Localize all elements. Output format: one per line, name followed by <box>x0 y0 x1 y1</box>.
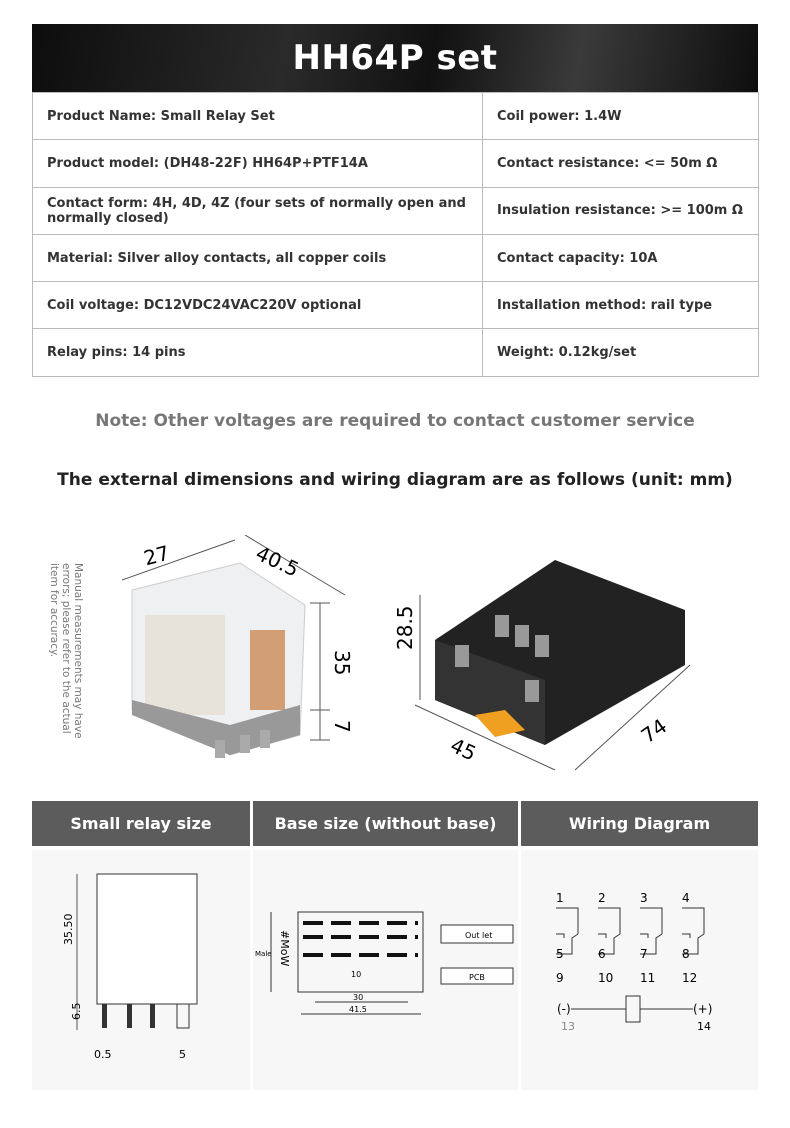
contact-switch <box>598 907 621 955</box>
inner-dim: 30 <box>353 993 363 1002</box>
spec-left: Product model: (DH48-22F) HH64P+PTF14A <box>32 139 483 188</box>
spec-left: Contact form: 4H, 4D, 4Z (four sets of n… <box>32 186 483 235</box>
spec-right: Weight: 0.12kg/set <box>482 328 759 377</box>
pcb-label: PCB <box>469 973 485 982</box>
page-title: HH64P set <box>292 38 498 78</box>
pin-label: 7 <box>640 947 648 961</box>
spec-left: Relay pins: 14 pins <box>32 328 483 377</box>
base-photo: 28.5 45 74 <box>393 560 691 771</box>
title-banner: HH64P set <box>32 24 758 92</box>
pin-label: 5 <box>556 947 564 961</box>
outer-dim: 41.5 <box>349 1005 367 1014</box>
pin-label: 3 <box>640 891 648 905</box>
measurement-disclaimer: Manual measurements may have errors; ple… <box>48 563 84 739</box>
pin-13-label: 13 <box>561 1020 575 1033</box>
relay-height-dim: 35.50 <box>62 914 75 946</box>
spec-right: Insulation resistance: >= 100m Ω <box>482 186 759 235</box>
section-header-relay-size: Small relay size <box>32 801 250 846</box>
relay-pin-label: 7 <box>330 720 354 733</box>
relay-width-label: 27 <box>141 541 172 571</box>
pin-label: 10 <box>598 971 613 985</box>
contact-switch <box>556 907 579 955</box>
dimensions-heading: The external dimensions and wiring diagr… <box>57 470 733 490</box>
pin-label: 12 <box>682 971 697 985</box>
spec-left: Material: Silver alloy contacts, all cop… <box>32 233 483 283</box>
relay-pin-dim: 6.5 <box>70 1003 83 1021</box>
spec-row: Contact form: 4H, 4D, 4Z (four sets of n… <box>32 186 759 235</box>
spec-right: Contact capacity: 10A <box>482 233 759 283</box>
positive-label: (+) <box>693 1002 712 1016</box>
relay-photo: 27 40.5 35 7 <box>121 535 354 758</box>
spec-right: Contact resistance: <= 50m Ω <box>482 139 759 188</box>
relay-pin-width-dim: 0.5 <box>94 1048 112 1061</box>
pitch-dim: 10 <box>351 970 361 979</box>
base-width-label: 45 <box>447 733 480 766</box>
pin-label: 2 <box>598 891 606 905</box>
spec-row: Material: Silver alloy contacts, all cop… <box>32 233 759 283</box>
base-size-drawing: Male #MoW 10 30 41.5 Out let PCB <box>253 850 518 1090</box>
base-height-label: 28.5 <box>393 605 417 650</box>
voltage-note: Note: Other voltages are required to con… <box>95 411 695 431</box>
spec-left: Coil voltage: DC12VDC24VAC220V optional <box>32 281 483 330</box>
pin-label: 4 <box>682 891 690 905</box>
spec-right: Installation method: rail type <box>482 281 759 330</box>
relay-height-label: 35 <box>330 650 354 675</box>
pin-label: 1 <box>556 891 564 905</box>
male-label: Male <box>255 950 272 958</box>
spec-right: Coil power: 1.4W <box>482 91 759 141</box>
pin-label: 11 <box>640 971 655 985</box>
contact-switch <box>682 907 705 955</box>
section-header-base-size: Base size (without base) <box>253 801 518 846</box>
spec-left: Product Name: Small Relay Set <box>32 91 483 141</box>
pin-label: 8 <box>682 947 690 961</box>
negative-label: (-) <box>557 1002 571 1016</box>
mow-mark: #MoW <box>278 930 291 966</box>
pin-14-label: 14 <box>697 1020 711 1033</box>
contact-switch <box>640 907 663 955</box>
section-header-wiring: Wiring Diagram <box>521 801 758 846</box>
base-length-label: 74 <box>637 714 672 748</box>
pin-label: 6 <box>598 947 606 961</box>
relay-size-drawing: 35.50 6.5 0.5 5 <box>32 850 250 1090</box>
relay-pin-spacing-dim: 5 <box>179 1048 186 1061</box>
outlet-label: Out let <box>465 931 492 940</box>
pin-label: 9 <box>556 971 564 985</box>
